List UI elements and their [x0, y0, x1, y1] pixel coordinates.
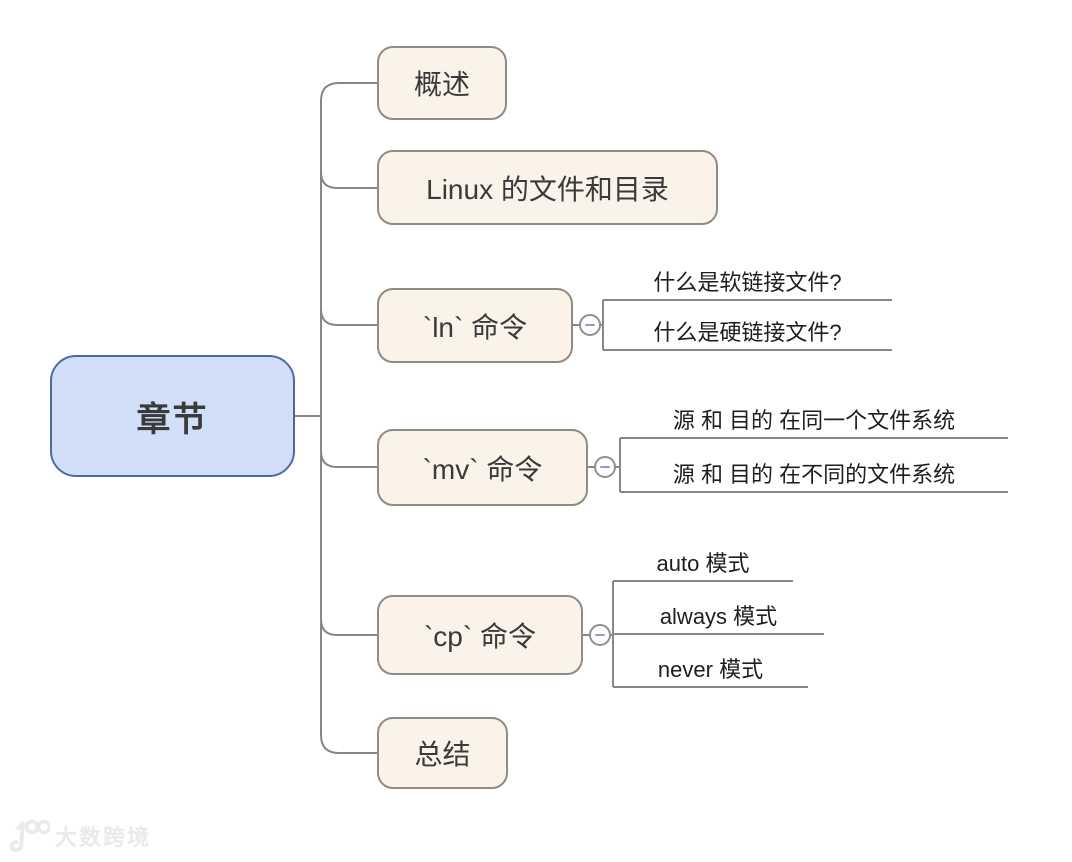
collapse-minus-icon — [585, 324, 595, 326]
leaf-topic-cp-auto-mode[interactable]: auto 模式 — [656, 551, 750, 576]
leaf-topic-hard-link[interactable]: 什么是硬链接文件? — [653, 320, 842, 345]
branch-topic-cp-command[interactable]: `cp` 命令 — [377, 595, 583, 675]
leaf-topic-mv-diff-fs[interactable]: 源 和 目的 在不同的文件系统 — [672, 462, 956, 487]
collapse-minus-icon — [595, 634, 605, 636]
watermark-100-logo-icon — [9, 819, 50, 852]
watermark: 大数跨境 — [8, 818, 151, 854]
branch-topic-summary[interactable]: 总结 — [377, 717, 508, 789]
watermark-text: 大数跨境 — [55, 825, 152, 850]
leaf-topic-cp-never-mode[interactable]: never 模式 — [657, 657, 764, 682]
leaf-topic-soft-link[interactable]: 什么是软链接文件? — [653, 270, 842, 295]
collapse-minus-icon — [600, 466, 610, 468]
leaf-topic-mv-same-fs[interactable]: 源 和 目的 在同一个文件系统 — [672, 408, 956, 433]
leaf-topic-cp-always-mode[interactable]: always 模式 — [659, 604, 778, 629]
root-topic[interactable]: 章节 — [50, 355, 295, 477]
branch-topic-overview[interactable]: 概述 — [377, 46, 507, 120]
branch-topic-linux-files[interactable]: Linux 的文件和目录 — [377, 150, 718, 225]
collapse-button-cp[interactable] — [589, 624, 611, 646]
branch-topic-mv-command[interactable]: `mv` 命令 — [377, 429, 588, 506]
collapse-button-mv[interactable] — [594, 456, 616, 478]
collapse-button-ln[interactable] — [579, 314, 601, 336]
branch-topic-ln-command[interactable]: `ln` 命令 — [377, 288, 573, 363]
